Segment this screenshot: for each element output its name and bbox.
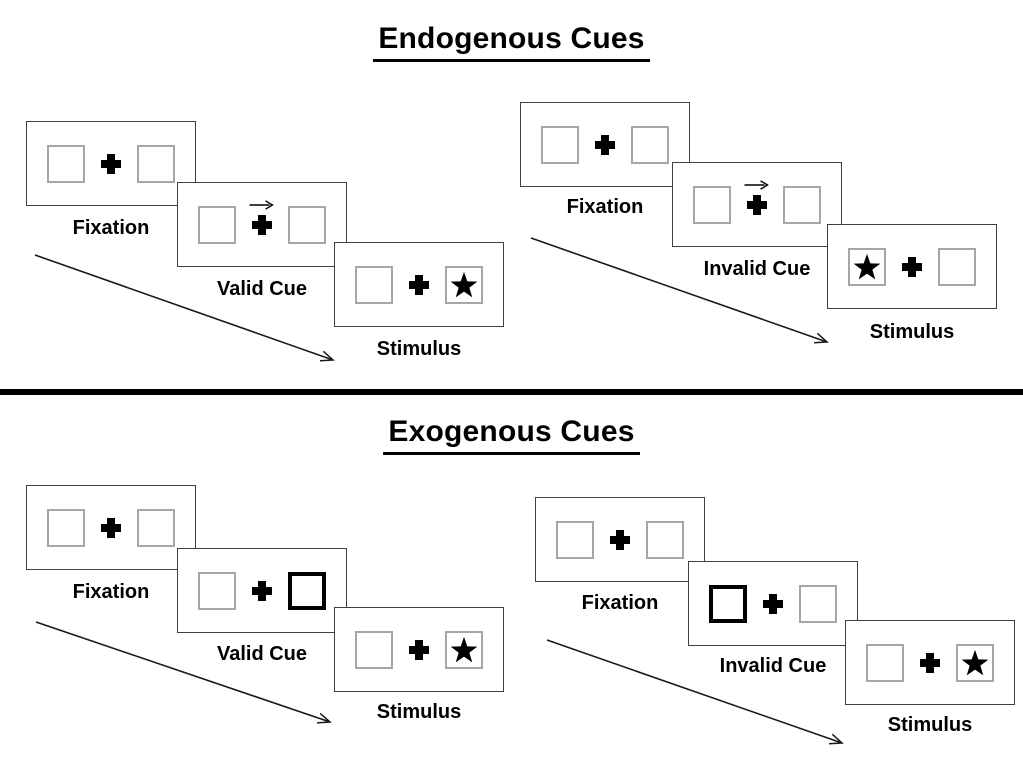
card-label: Stimulus xyxy=(887,714,973,736)
fixation-cross-icon xyxy=(747,194,767,215)
center-column xyxy=(251,580,273,601)
left-box xyxy=(47,508,85,547)
stimulus-card xyxy=(845,620,1015,705)
center-column xyxy=(594,134,616,155)
section-title-exogenous: Exogenous Cues xyxy=(0,415,1023,455)
right-box xyxy=(445,630,483,669)
left-box xyxy=(693,185,731,224)
card-label: Fixation xyxy=(72,581,150,603)
fixation-card xyxy=(535,497,705,582)
right-box xyxy=(137,508,175,547)
cue-card xyxy=(688,561,858,646)
fixation-cross-icon xyxy=(101,517,121,538)
fixation-cross-icon xyxy=(595,134,615,155)
star-icon xyxy=(853,253,881,279)
cue-card xyxy=(177,548,347,633)
fixation-cross-icon xyxy=(252,580,272,601)
timeline-arrow-icon xyxy=(546,639,844,745)
fixation-cross-icon xyxy=(763,593,783,614)
card-label: Valid Cue xyxy=(216,278,308,300)
fixation-cross-icon xyxy=(920,652,940,673)
timeline-arrow-icon xyxy=(530,237,829,344)
center-column xyxy=(901,256,923,277)
right-box xyxy=(799,584,837,623)
fixation-cross-icon xyxy=(610,529,630,550)
cue-arrow-icon xyxy=(249,199,274,210)
left-box xyxy=(556,520,594,559)
right-box xyxy=(783,185,821,224)
card-label: Stimulus xyxy=(869,321,955,343)
section-title-text: Endogenous Cues xyxy=(373,22,650,62)
left-box xyxy=(355,630,393,669)
right-box xyxy=(646,520,684,559)
star-icon xyxy=(450,636,478,662)
left-box xyxy=(198,571,236,610)
right-box xyxy=(445,265,483,304)
right-box xyxy=(137,144,175,183)
cue-card xyxy=(177,182,347,267)
card-label: Stimulus xyxy=(376,701,462,723)
card-label: Invalid Cue xyxy=(719,655,827,677)
card-label: Fixation xyxy=(581,592,659,614)
card-label: Fixation xyxy=(72,217,150,239)
fixation-card xyxy=(26,121,196,206)
center-column xyxy=(408,274,430,295)
center-column xyxy=(100,517,122,538)
card-label: Stimulus xyxy=(376,338,462,360)
center-column xyxy=(408,639,430,660)
stimulus-card xyxy=(334,242,504,327)
left-box xyxy=(866,643,904,682)
center-column xyxy=(744,179,769,215)
fixation-cross-icon xyxy=(409,639,429,660)
center-column xyxy=(100,153,122,174)
section-title-text: Exogenous Cues xyxy=(383,415,640,455)
cue-card xyxy=(672,162,842,247)
star-icon xyxy=(961,649,989,675)
stimulus-card xyxy=(827,224,997,309)
center-column xyxy=(609,529,631,550)
left-box xyxy=(848,247,886,286)
fixation-cross-icon xyxy=(409,274,429,295)
right-box xyxy=(956,643,994,682)
section-divider xyxy=(0,389,1023,395)
timeline-arrow-icon xyxy=(34,254,335,362)
right-box xyxy=(288,205,326,244)
fixation-cross-icon xyxy=(101,153,121,174)
star-icon xyxy=(450,271,478,297)
bold-cue-box xyxy=(288,571,326,610)
bold-cue-box xyxy=(709,584,747,623)
fixation-cross-icon xyxy=(902,256,922,277)
center-column xyxy=(762,593,784,614)
card-label: Valid Cue xyxy=(216,643,308,665)
card-label: Invalid Cue xyxy=(703,258,811,280)
fixation-card xyxy=(520,102,690,187)
left-box xyxy=(47,144,85,183)
right-box xyxy=(938,247,976,286)
center-column xyxy=(919,652,941,673)
cue-arrow-icon xyxy=(744,179,769,190)
left-box xyxy=(541,125,579,164)
timeline-arrow-icon xyxy=(35,621,332,724)
center-column xyxy=(249,199,274,235)
section-title-endogenous: Endogenous Cues xyxy=(0,22,1023,62)
card-label: Fixation xyxy=(566,196,644,218)
right-box xyxy=(631,125,669,164)
fixation-card xyxy=(26,485,196,570)
left-box xyxy=(198,205,236,244)
stimulus-card xyxy=(334,607,504,692)
fixation-cross-icon xyxy=(252,214,272,235)
left-box xyxy=(355,265,393,304)
